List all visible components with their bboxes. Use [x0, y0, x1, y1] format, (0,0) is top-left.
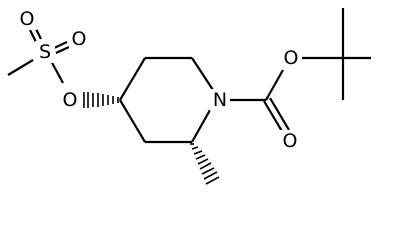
- bond-layer: [7, 8, 371, 144]
- label-mask: [210, 89, 230, 111]
- bond-ring-c2-n: [191, 57, 214, 91]
- ester-oxygen-mesylate-label: O: [63, 89, 78, 111]
- atom-label-layer: S O O O N O O: [17, 8, 301, 152]
- bond-sulfur-oxygen-a-1: [29, 29, 37, 43]
- sulfonyl-oxygen-b-label: O: [72, 28, 87, 50]
- label-mask: [60, 89, 80, 111]
- label-mask: [69, 28, 89, 50]
- label-mask: [281, 47, 301, 69]
- bond-ring-c5-c4: [119, 99, 146, 143]
- bond-carbonyl-oxygen-2: [269, 97, 290, 131]
- label-mask: [280, 130, 300, 152]
- carbamate-ester-oxygen-label: O: [284, 47, 299, 69]
- sulfur-label: S: [39, 41, 51, 63]
- bond-ring-n-c6: [191, 109, 211, 143]
- bond-sulfur-oxygen-b-1: [53, 41, 68, 49]
- bond-ring-c4-c3: [119, 57, 146, 101]
- carbonyl-oxygen-label: O: [283, 130, 298, 152]
- nitrogen-label: N: [213, 89, 227, 111]
- bond-carbonyl-oxygen-1: [263, 100, 284, 134]
- molecule-diagram: S O O O N O O: [7, 8, 371, 185]
- label-mask: [17, 8, 37, 30]
- hashed-wedge-c6-methyl: [190, 143, 220, 185]
- bond-methyl-sulfur: [7, 59, 34, 76]
- bond-carbonyl-ester-oxygen: [265, 69, 284, 101]
- bond-sulfur-oxygen-b-2: [55, 46, 70, 54]
- sulfonyl-oxygen-a-label: O: [20, 8, 35, 30]
- label-mask: [35, 41, 55, 63]
- hashed-wedge-c4-oxygen: [83, 92, 119, 108]
